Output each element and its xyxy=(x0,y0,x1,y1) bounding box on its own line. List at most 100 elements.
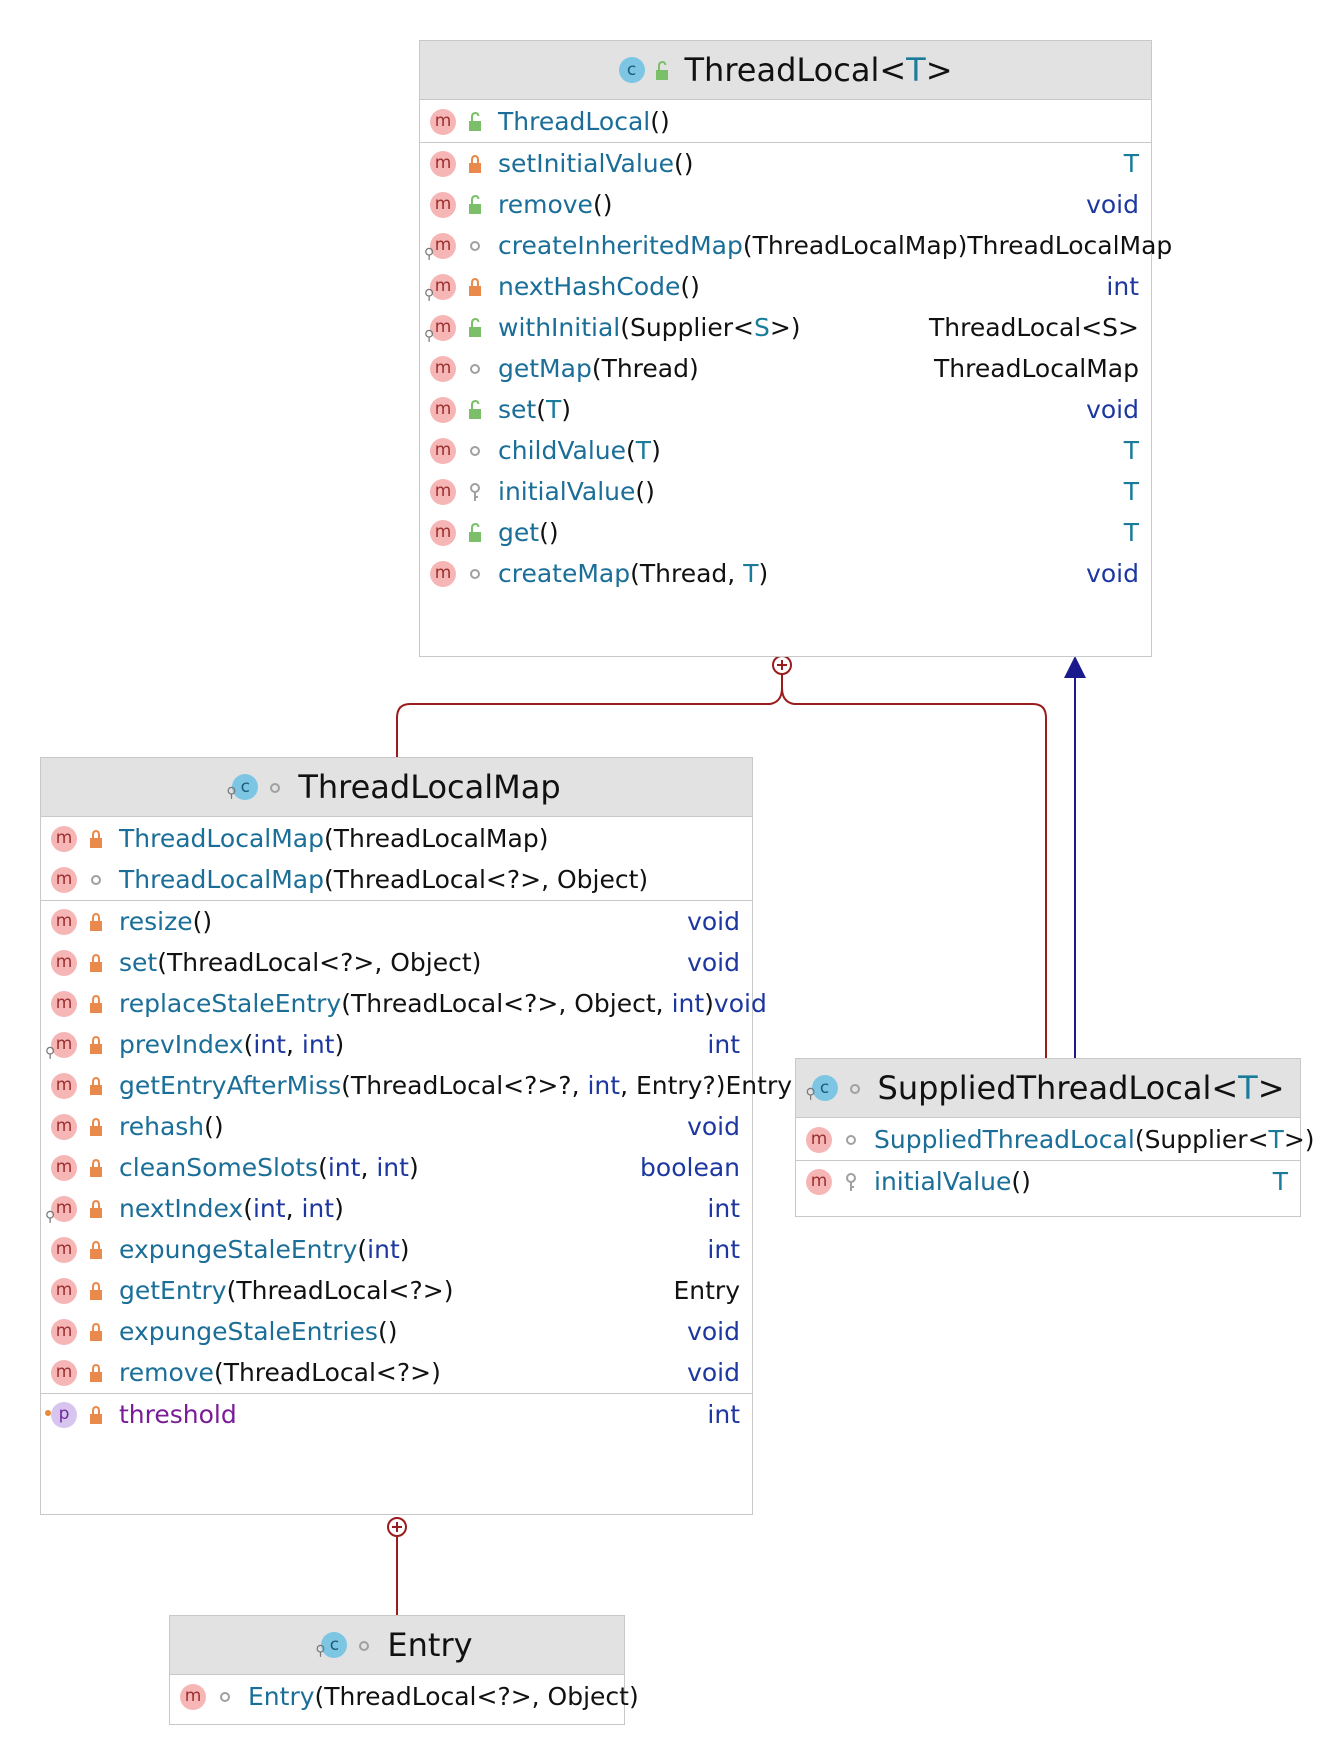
package-icon xyxy=(464,359,486,379)
type-param: T xyxy=(1238,1069,1258,1107)
method-row[interactable]: m⚲prevIndex(int, int)int xyxy=(41,1024,752,1065)
class-header[interactable]: c⚲ Entry xyxy=(170,1616,624,1675)
package-icon xyxy=(846,1069,864,1107)
public-icon xyxy=(464,194,486,215)
static-pin-icon: ⚲ xyxy=(424,327,435,344)
return-type: ThreadLocalMap xyxy=(934,354,1139,383)
return-type: T xyxy=(1272,1167,1288,1196)
method-row[interactable]: m⚲createInheritedMap(ThreadLocalMap)Thre… xyxy=(420,225,1172,266)
member-name: nextIndex xyxy=(119,1194,244,1223)
method-icon: m xyxy=(51,1072,77,1099)
private-icon xyxy=(464,277,486,297)
member-name: initialValue xyxy=(874,1167,1012,1196)
return-type: int xyxy=(707,1400,740,1429)
package-icon xyxy=(464,441,486,461)
static-pin-icon: ⚲ xyxy=(805,1086,816,1102)
inner-class-marker-threadlocalmap xyxy=(387,1517,407,1537)
method-icon: m xyxy=(430,396,456,423)
static-pin-icon: ⚲ xyxy=(424,286,435,303)
protected-icon xyxy=(840,1172,862,1192)
member-name: getMap xyxy=(498,354,592,383)
inner-edge-threadlocalmap xyxy=(396,672,783,757)
method-icon: m⚲ xyxy=(45,1031,77,1061)
member-name: createMap xyxy=(498,559,631,588)
return-type: void xyxy=(1086,559,1139,588)
class-icon: c⚲ xyxy=(806,1075,838,1102)
class-header[interactable]: c⚲ ThreadLocalMap xyxy=(41,758,752,817)
member-params: () xyxy=(377,1317,398,1346)
class-header[interactable]: c⚲ SuppliedThreadLocal<T> xyxy=(796,1059,1300,1118)
member-params: (Supplier<T>) xyxy=(1134,1125,1315,1154)
method-row[interactable]: m⚲nextHashCode()int xyxy=(420,266,1151,307)
class-icon: c⚲ xyxy=(226,774,259,801)
method-icon: m⚲ xyxy=(45,1195,77,1225)
public-icon xyxy=(464,111,486,132)
member-name: resize xyxy=(119,907,193,936)
return-type: void xyxy=(687,1317,740,1346)
private-icon xyxy=(85,1240,107,1260)
member-params: () xyxy=(192,907,213,936)
generic-open: < xyxy=(1211,1069,1239,1107)
member-params: () xyxy=(539,518,559,547)
private-icon xyxy=(85,1405,107,1425)
property-icon: p xyxy=(45,1401,77,1428)
private-icon xyxy=(464,154,486,174)
member-name: set xyxy=(119,948,158,977)
member-params: (ThreadLocal<?>) xyxy=(226,1276,454,1305)
return-type: void xyxy=(687,948,740,977)
member-name: rehash xyxy=(119,1112,205,1141)
method-row[interactable]: m⚲nextIndex(int, int)int xyxy=(41,1188,752,1229)
method-icon: m xyxy=(806,1168,832,1195)
private-icon xyxy=(85,1363,107,1383)
member-name: Entry xyxy=(248,1682,315,1711)
member-params: (T) xyxy=(536,395,572,424)
member-name: replaceStaleEntry xyxy=(119,989,342,1018)
package-icon xyxy=(266,768,284,806)
method-icon: m xyxy=(51,1154,77,1181)
member-params: (Thread, T) xyxy=(630,559,769,588)
private-icon xyxy=(85,994,107,1014)
static-pin-icon: ⚲ xyxy=(424,245,435,262)
method-icon: m xyxy=(51,990,77,1017)
method-icon: m xyxy=(51,866,77,893)
package-icon xyxy=(214,1687,236,1707)
static-pin-icon: ⚲ xyxy=(315,1643,326,1659)
private-icon xyxy=(85,1158,107,1178)
static-pin-icon: ⚲ xyxy=(45,1208,56,1225)
inner-edge-suppliedthreadlocal xyxy=(781,672,1047,1058)
class-header[interactable]: c ThreadLocal<T> xyxy=(420,41,1151,100)
return-type: Entry xyxy=(725,1071,793,1100)
method-icon: m xyxy=(430,108,456,135)
method-row[interactable]: m⚲withInitial(Supplier<S>)ThreadLocal<S> xyxy=(420,307,1151,348)
return-type: T xyxy=(1123,149,1139,178)
